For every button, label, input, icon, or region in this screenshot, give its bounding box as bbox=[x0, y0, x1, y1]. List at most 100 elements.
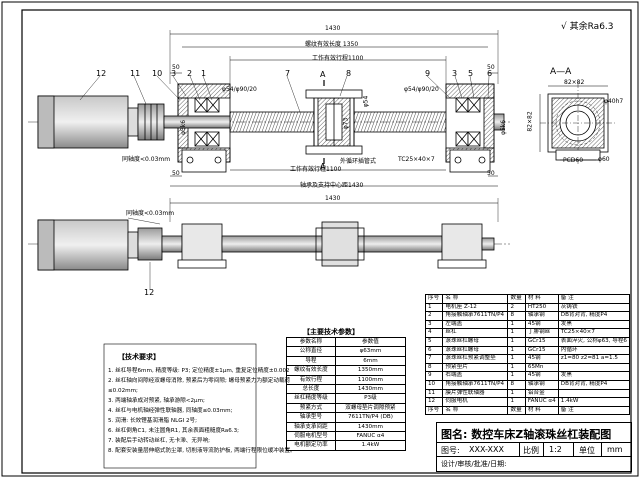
dim-d73: φ73 bbox=[342, 117, 350, 130]
params-row: 预紧方式双螺母垫片调隙预紧 bbox=[286, 402, 407, 414]
table-cell: 铝合金 bbox=[524, 388, 559, 399]
check-icon: √ bbox=[561, 22, 567, 32]
table-cell: TC25×40×7 bbox=[557, 328, 631, 338]
dim-tc-left: 50 bbox=[172, 170, 180, 177]
drawing-title: 图名: 数控车床Z轴滚珠丝杠装配图 bbox=[441, 428, 612, 441]
callout-2: 2 bbox=[187, 69, 193, 78]
callout-5: 5 bbox=[468, 69, 474, 78]
side-nut bbox=[321, 221, 359, 267]
callout-12: 12 bbox=[96, 69, 107, 78]
table-cell: 发黑 bbox=[557, 319, 631, 330]
table-cell: 2 bbox=[424, 311, 444, 321]
dim-d546-left: φ5k6 bbox=[180, 119, 188, 136]
table-cell: 7 bbox=[424, 354, 444, 364]
table-cell: 9 bbox=[424, 371, 444, 381]
table-cell: 丝杠精度等级 bbox=[286, 393, 336, 404]
table-cell: 滚珠丝杠螺母 bbox=[442, 336, 509, 347]
dim-d54-right: φ54/φ90/20 bbox=[404, 86, 439, 93]
callout-6: 6 bbox=[487, 69, 493, 78]
params-title: 【主要技术参数】 bbox=[303, 328, 359, 336]
table-cell: 3 bbox=[424, 319, 444, 330]
table-cell: 备 注 bbox=[557, 405, 631, 416]
top-view bbox=[28, 30, 510, 187]
table-cell: 45钢 bbox=[524, 354, 559, 364]
side-callout-12: 12 bbox=[144, 288, 155, 297]
approval-footer: 设计/审核/批准/日期: bbox=[441, 460, 507, 468]
table-cell: 滚珠丝杠螺母 bbox=[442, 345, 509, 356]
side-right-support bbox=[441, 223, 483, 265]
table-cell: 1430mm bbox=[334, 421, 407, 432]
table-cell: 轴承支承间距 bbox=[286, 421, 336, 432]
thread-note: TC25×40×7 bbox=[398, 156, 435, 163]
dim-d54-nut: φ54 bbox=[362, 95, 370, 108]
callout-a-top: A bbox=[320, 70, 326, 79]
table-cell: 电机座 Z-12 bbox=[442, 302, 509, 313]
table-cell: 双螺母垫片调隙预紧 bbox=[334, 402, 407, 414]
table-cell: P3级 bbox=[334, 393, 407, 404]
table-cell: 材 料 bbox=[524, 294, 559, 304]
table-cell: 1 bbox=[424, 302, 444, 313]
table-cell: DB背对背, 精度P4 bbox=[557, 379, 631, 390]
tech-req-item: 3. 两端轴承成对预紧, 轴承游隙<2μm; bbox=[108, 398, 205, 404]
table-cell: 1350mm bbox=[334, 365, 407, 376]
table-cell: 螺纹有效长度 bbox=[286, 365, 336, 376]
inner-border bbox=[21, 9, 632, 474]
table-cell: 数量 bbox=[507, 405, 526, 416]
title-block: 图名: 数控车床Z轴滚珠丝杠装配图 图号: XXX-XXX 比例 1:2 单位 … bbox=[436, 422, 632, 472]
table-cell: 8 bbox=[424, 362, 444, 373]
table-cell: DB背对背, 精度P4 bbox=[557, 311, 631, 321]
table-cell: 1.4kW bbox=[557, 397, 631, 407]
table-cell: 1100mm bbox=[334, 374, 407, 385]
table-cell: 11 bbox=[424, 388, 444, 399]
section-dim-w: 82×82 bbox=[564, 79, 585, 86]
table-cell: 7611TN/P4 (DB) bbox=[334, 412, 407, 423]
table-cell: 公称直径 bbox=[286, 346, 336, 357]
table-cell: 1.4kW bbox=[334, 440, 407, 451]
table-cell: 备 注 bbox=[557, 294, 631, 304]
tech-req-item: 6. 丝杠倒角C1, 未注圆角R1, 其余表面粗糙度Ra6.3; bbox=[108, 428, 240, 434]
table-cell: 预紧方式 bbox=[286, 402, 336, 414]
callout-3: 3 bbox=[171, 69, 177, 78]
table-cell: GCr15 bbox=[524, 336, 559, 347]
side-runout: 同轴度<0.03mm bbox=[126, 210, 175, 217]
callout-8: 8 bbox=[346, 69, 352, 78]
table-cell: 参数值 bbox=[334, 336, 407, 348]
table-cell: 45钢 bbox=[524, 319, 559, 330]
table-cell: 1 bbox=[507, 328, 526, 338]
table-cell: 左端盖 bbox=[442, 319, 509, 330]
table-cell: φ63mm bbox=[334, 346, 407, 357]
table-cell: 1 bbox=[507, 362, 526, 373]
tech-req-item: 7. 装配后手动转动丝杠, 无卡滞、无异响; bbox=[108, 438, 211, 444]
tech-req-title: 【技术要求】 bbox=[118, 353, 160, 361]
table-cell: 8 bbox=[507, 379, 526, 390]
table-cell: 膜片弹性联轴器 bbox=[442, 388, 509, 399]
table-cell: 1 bbox=[507, 354, 526, 364]
tech-req-list: 1. 丝杠导程6mm, 精度等级: P3; 定位精度±1μm, 重复定位精度±0… bbox=[108, 366, 296, 456]
section-dim-h: 82×82 bbox=[526, 111, 534, 132]
nut-label: 外循环插管式 bbox=[340, 158, 377, 165]
section-dim-d60: φ60 bbox=[598, 156, 610, 163]
table-cell: 1 bbox=[507, 388, 526, 399]
table-cell: FANUC α4 bbox=[334, 430, 407, 442]
table-cell: 6mm bbox=[334, 355, 407, 367]
table-cell: 2 bbox=[507, 302, 526, 313]
table-cell: 丝杠 bbox=[442, 328, 509, 338]
